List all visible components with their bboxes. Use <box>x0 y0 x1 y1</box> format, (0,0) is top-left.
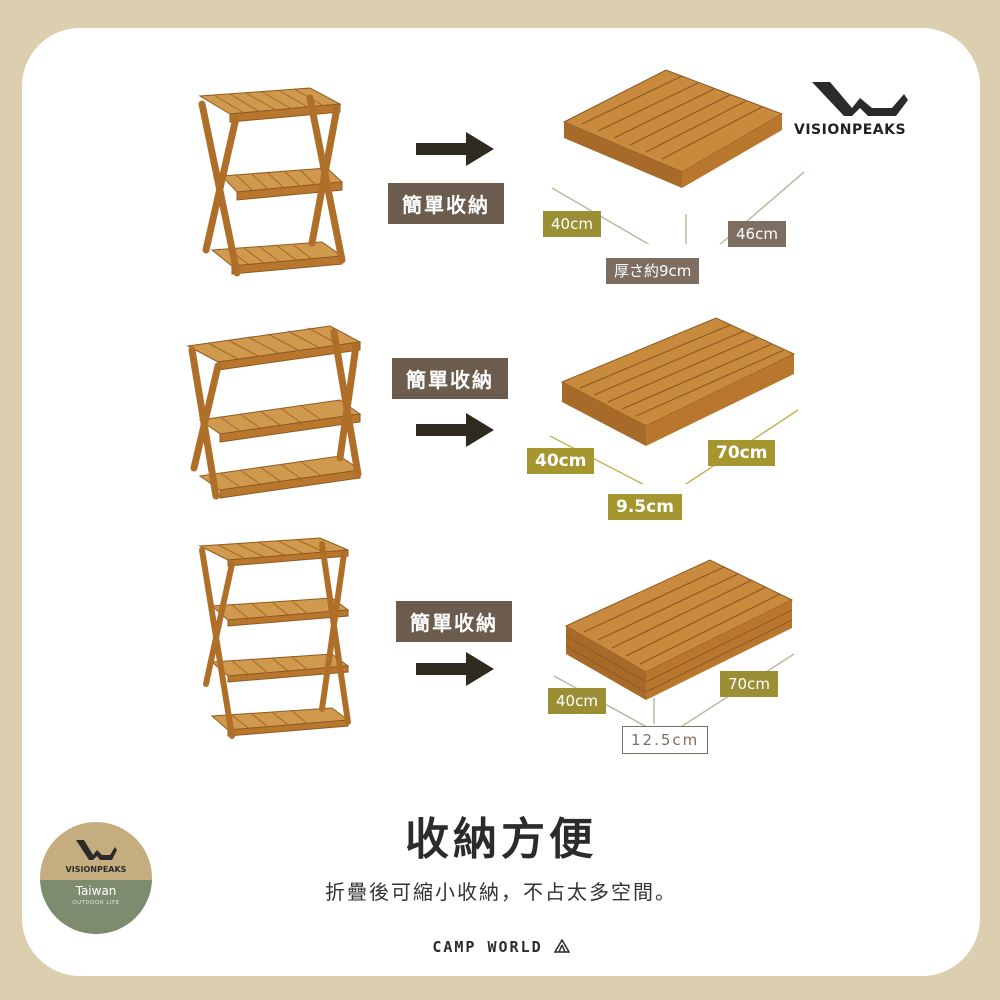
folded-shelf-image <box>551 69 805 244</box>
easy-storage-tag: 簡單收納 <box>396 601 512 642</box>
badge-region: Taiwan <box>75 884 117 898</box>
thickness-dimension: 厚さ約9cm <box>606 258 700 284</box>
brand-logo-text: VISIONPEAKS <box>794 122 907 138</box>
brand-badge: VISIONPEAKS Taiwan OUTDOOR LIFE <box>40 822 152 934</box>
width-dimension: 40cm <box>543 211 601 237</box>
visionpeaks-logo-icon <box>76 840 117 860</box>
width-dimension: 40cm <box>527 448 595 474</box>
shelf-3-tier-wide-image <box>186 325 362 500</box>
length-dimension: 46cm <box>728 221 786 247</box>
arrow-right-icon <box>416 652 496 686</box>
subline: 折疊後可縮小收納，不占太多空間。 <box>325 880 677 904</box>
folded-shelf-image <box>549 317 799 484</box>
thickness-dimension: 12.5cm <box>622 726 709 754</box>
easy-storage-tag: 簡單收納 <box>388 183 504 224</box>
shelf-4-tier-image <box>198 537 351 739</box>
thickness-dimension: 9.5cm <box>608 494 682 520</box>
shelf-3-tier-image <box>198 87 346 277</box>
footer-brand: CAMP WORLD <box>22 938 980 956</box>
product-card: VISIONPEAKS 簡單收納 <box>22 28 980 976</box>
length-dimension: 70cm <box>708 440 776 466</box>
arrow-right-icon <box>416 413 496 447</box>
badge-bottom <box>40 880 152 934</box>
width-dimension: 40cm <box>548 688 606 714</box>
tent-icon <box>553 938 570 953</box>
badge-brand-text: VISIONPEAKS <box>65 865 127 874</box>
footer-text: CAMP WORLD <box>432 938 543 956</box>
arrow-right-icon <box>416 132 496 166</box>
badge-tagline: OUTDOOR LIFE <box>72 900 120 906</box>
length-dimension: 70cm <box>720 671 778 697</box>
easy-storage-tag: 簡單收納 <box>392 358 508 399</box>
visionpeaks-logo-icon <box>812 82 908 116</box>
headline: 收納方便 <box>405 814 597 865</box>
